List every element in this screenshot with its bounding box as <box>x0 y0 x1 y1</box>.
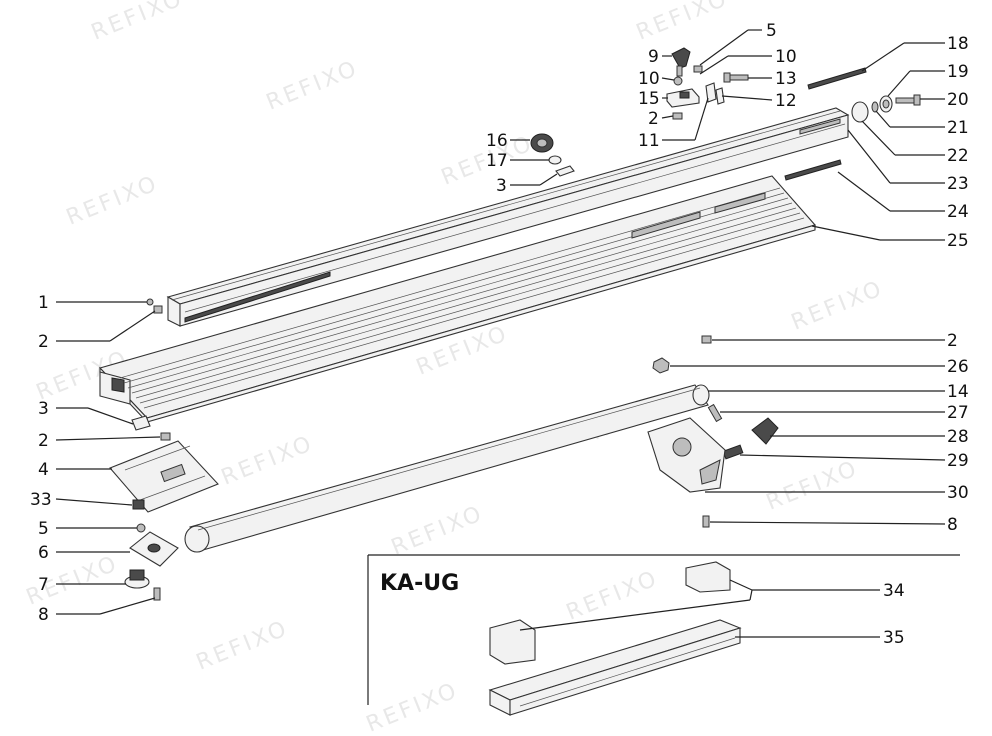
main-guide-rail <box>98 175 816 424</box>
screw-8-left <box>153 587 161 601</box>
knob-28 <box>751 417 779 445</box>
callout-5: 5 <box>766 21 777 41</box>
washer-21 <box>871 101 879 113</box>
callout-27: 27 <box>947 403 969 423</box>
callout-10: 10 <box>775 47 797 67</box>
nut-2-top <box>672 112 683 120</box>
callout-22: 22 <box>947 146 969 166</box>
callout-23: 23 <box>947 174 969 194</box>
subassembly-title: KA-UG <box>380 571 459 596</box>
storage-tray-35 <box>488 619 742 716</box>
screw-1 <box>146 298 154 306</box>
callout-35: 35 <box>883 628 905 648</box>
callout-14: 14 <box>947 382 969 402</box>
clip-34-upper <box>685 561 731 593</box>
foot-bracket-6 <box>129 531 179 567</box>
callout-11: 11 <box>638 131 660 151</box>
watermark: REFIXO <box>63 171 163 231</box>
callout-12: 12 <box>775 91 797 111</box>
watermark: REFIXO <box>763 456 863 516</box>
clip-34-lower <box>489 619 536 665</box>
nut-10-top <box>693 65 703 73</box>
nut-5-left <box>136 523 146 533</box>
callout-6: 6 <box>38 543 49 563</box>
slot-nut-3-top <box>555 165 575 177</box>
callout-33: 33 <box>30 490 52 510</box>
nut-2-left <box>153 305 163 314</box>
watermark: REFIXO <box>633 0 733 46</box>
ka-ug-frame <box>367 554 960 705</box>
watermark: REFIXO <box>263 56 363 116</box>
callout-28: 28 <box>947 427 969 447</box>
nut-2-left-lower <box>160 432 171 441</box>
scale-strip-18 <box>807 67 867 90</box>
bracket-11-12 <box>705 82 725 105</box>
slot-nut-3-left <box>131 415 151 431</box>
callout-2: 2 <box>38 332 49 352</box>
callout-10: 10 <box>638 69 660 89</box>
end-cap-22 <box>851 101 869 123</box>
support-bracket-30 <box>647 417 726 493</box>
callout-8: 8 <box>38 605 49 625</box>
base-plate-4 <box>109 440 219 513</box>
callout-34: 34 <box>883 581 905 601</box>
callout-20: 20 <box>947 90 969 110</box>
callout-25: 25 <box>947 231 969 251</box>
watermark: REFIXO <box>193 616 293 676</box>
callout-17: 17 <box>486 151 508 171</box>
watermark: REFIXO <box>363 678 463 736</box>
upper-rail <box>166 107 850 327</box>
callout-24: 24 <box>947 202 969 222</box>
watermark: REFIXO <box>218 431 318 491</box>
watermark: REFIXO <box>563 566 663 626</box>
callout-21: 21 <box>947 118 969 138</box>
callout-8: 8 <box>947 515 958 535</box>
washer-17 <box>548 155 562 165</box>
scale-strip-24 <box>784 159 842 181</box>
callout-26: 26 <box>947 357 969 377</box>
callout-18: 18 <box>947 34 969 54</box>
bolt-20 <box>895 94 921 106</box>
watermark: REFIXO <box>788 276 888 336</box>
spring-29 <box>722 444 744 460</box>
callout-7: 7 <box>38 575 49 595</box>
screw-27 <box>707 403 723 423</box>
nut-2-right <box>701 335 712 344</box>
knob-16 <box>530 133 554 153</box>
screw-8-right <box>702 515 710 528</box>
callout-30: 30 <box>947 483 969 503</box>
bearing-19 <box>879 95 893 113</box>
callout-19: 19 <box>947 62 969 82</box>
hex-nut-10 <box>673 76 683 86</box>
callout-2: 2 <box>648 109 659 129</box>
callout-9: 9 <box>648 47 659 67</box>
watermark: REFIXO <box>388 501 488 561</box>
callout-3: 3 <box>496 176 507 196</box>
callout-15: 15 <box>638 89 660 109</box>
callout-13: 13 <box>775 69 797 89</box>
callout-16: 16 <box>486 131 508 151</box>
clamp-knob-9 <box>671 47 691 77</box>
support-tube-14 <box>184 384 710 553</box>
callout-1: 1 <box>38 293 49 313</box>
clamp-block-15 <box>666 88 700 108</box>
nut-26 <box>652 357 670 374</box>
callout-labels: 1 2 2 2 2 3 3 4 5 5 6 7 8 8 9 10 10 11 1… <box>30 21 969 648</box>
callout-4: 4 <box>38 460 49 480</box>
watermark: REFIXO <box>88 0 188 46</box>
callout-2: 2 <box>38 431 49 451</box>
callout-2: 2 <box>947 331 958 351</box>
callout-3: 3 <box>38 399 49 419</box>
screw-13 <box>723 72 749 83</box>
callout-29: 29 <box>947 451 969 471</box>
pad-33 <box>132 499 145 510</box>
callout-5: 5 <box>38 519 49 539</box>
leader-lines <box>55 29 946 638</box>
foot-7 <box>124 569 150 589</box>
